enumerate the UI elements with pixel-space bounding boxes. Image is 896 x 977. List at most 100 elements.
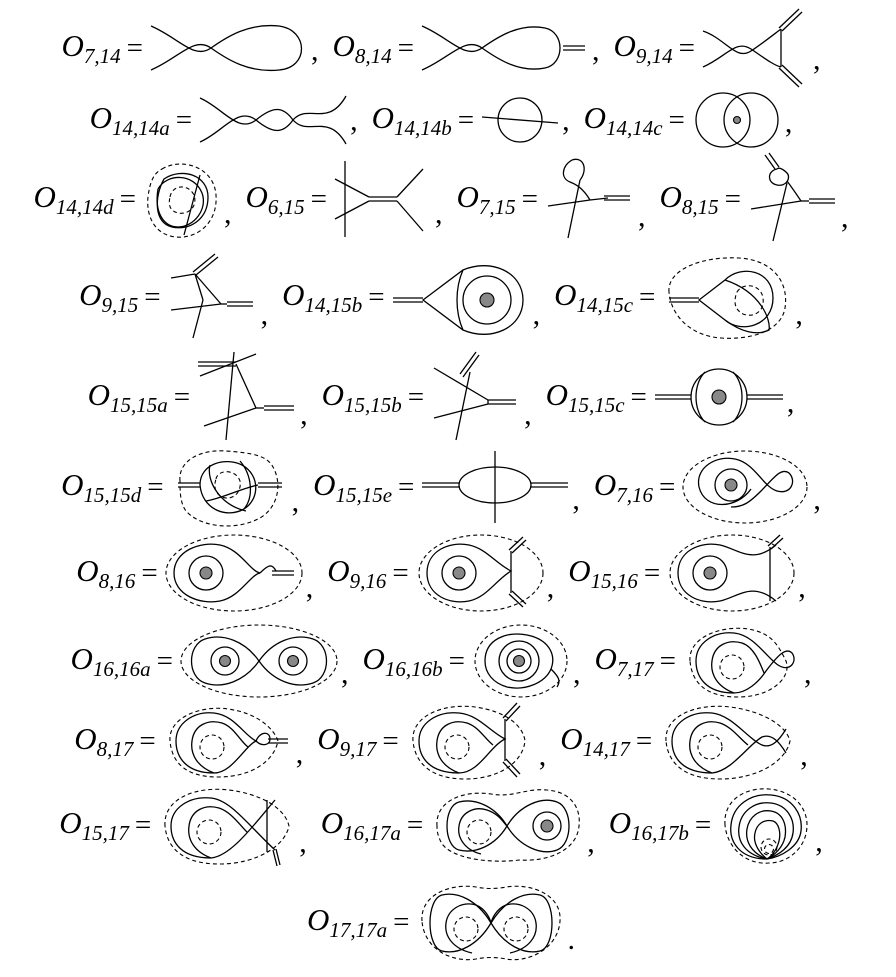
- label-14-15c: O14,15c: [554, 277, 633, 318]
- row-9: O8,17 = , O9,17 = , O14,17 =: [0, 698, 896, 784]
- label-14-14c: O14,14c: [584, 100, 663, 141]
- eq-9-15: O9,15 = ,: [79, 252, 282, 342]
- eq-7-15: O7,15 = ,: [457, 154, 660, 244]
- diagram-8-17: [162, 701, 294, 781]
- eq-15-15e: O15,15e = ,: [313, 447, 594, 527]
- row-5: O15,15a = , O15,15b = , O15,15c =: [0, 350, 896, 444]
- eq-15-17: O15,17 = ,: [59, 780, 321, 870]
- label-7-14: O7,14: [62, 28, 121, 69]
- diagram-9-16: [415, 531, 545, 615]
- eq-8-15: O8,15 = ,: [660, 153, 863, 245]
- diagram-9-15: [167, 252, 259, 342]
- label-15-15d: O15,15d: [61, 467, 141, 508]
- diagram-8-15: [747, 153, 839, 245]
- label-15-16: O15,16: [568, 553, 638, 594]
- label-16-17b: O16,17b: [609, 805, 689, 846]
- label-16-16a: O16,16a: [71, 641, 151, 682]
- row-1: O7,14 = , O8,14 = , O9,14 = ,: [0, 8, 896, 88]
- eq-14-14a: O14,14a = ,: [90, 92, 372, 148]
- label-16-16b: O16,16b: [363, 641, 443, 682]
- eq-15-15d: O15,15d = ,: [61, 445, 313, 529]
- diagram-15-15b: [430, 352, 522, 442]
- eq-9-17: O9,17 = ,: [317, 699, 560, 783]
- label-7-15: O7,15: [457, 179, 516, 220]
- row-6: O15,15d = , O15,15e = , O7,16 =: [0, 440, 896, 534]
- label-15-17: O15,17: [59, 805, 129, 846]
- diagram-14-17: [658, 699, 798, 783]
- eq-15-16: O15,16 = ,: [568, 531, 820, 615]
- label-8-17: O8,17: [74, 721, 133, 762]
- label-14-15b: O14,15b: [282, 277, 362, 318]
- eq-17-17a: O17,17a = .: [307, 877, 589, 967]
- row-3: O14,14d = , O6,15 = , O7,15 =: [0, 150, 896, 248]
- eq-14-15c: O14,15c = ,: [554, 252, 817, 342]
- diagram-9-17: [405, 699, 537, 783]
- label-15-15e: O15,15e: [313, 467, 392, 508]
- row-4: O9,15 = , O14,15b = , O14,15c =: [0, 248, 896, 346]
- diagram-8-16: [164, 531, 304, 615]
- diagram-14-15c: [661, 252, 793, 342]
- eq-14-14b: O14,14b = ,: [372, 92, 584, 148]
- row-8: O16,16a = , O16,16b = , O7,17 =: [0, 618, 896, 704]
- eq-15-15c: O15,15c = ,: [546, 364, 809, 430]
- eq-8-14: O8,14 = ,: [333, 18, 614, 78]
- row-10: O15,17 = , O16,17a = , O16,17b =: [0, 778, 896, 872]
- label-9-14: O9,14: [614, 28, 673, 69]
- eq-6-15: O6,15 = ,: [246, 157, 457, 241]
- label-6-15: O6,15: [246, 179, 305, 220]
- eq-8-17: O8,17 = ,: [74, 701, 317, 781]
- diagram-15-15d: [170, 445, 290, 529]
- diagram-15-15e: [420, 447, 570, 527]
- label-7-17: O7,17: [595, 641, 654, 682]
- eq-14-14d: O14,14d = ,: [34, 157, 246, 241]
- row-2: O14,14a = , O14,14b = , O14,14c = ,: [0, 88, 896, 152]
- eq-7-17: O7,17 = ,: [595, 621, 826, 701]
- eq-14-15b: O14,15b = ,: [282, 252, 554, 342]
- label-9-16: O9,16: [327, 553, 386, 594]
- eq-9-14: O9,14 = ,: [614, 9, 835, 87]
- diagram-15-16: [666, 531, 796, 615]
- eq-7-14: O7,14 = ,: [62, 18, 333, 78]
- diagram-7-14: [149, 18, 309, 78]
- diagram-16-16a: [179, 621, 339, 701]
- eq-14-17: O14,17 = ,: [560, 699, 822, 783]
- diagram-16-17a: [429, 780, 585, 870]
- label-9-15: O9,15: [79, 277, 138, 318]
- label-14-17: O14,17: [560, 721, 630, 762]
- diagram-7-15: [544, 154, 636, 244]
- label-15-15c: O15,15c: [546, 377, 625, 418]
- diagram-16-16b: [471, 621, 571, 701]
- diagram-14-14d: [142, 157, 222, 241]
- eq-8-16: O8,16 = ,: [76, 531, 327, 615]
- eq-7-16: O7,16 = ,: [594, 447, 835, 527]
- diagram-6-15: [333, 157, 433, 241]
- diagram-15-15c: [653, 364, 785, 430]
- eq-14-14c: O14,14c = ,: [584, 90, 807, 150]
- label-17-17a: O17,17a: [307, 902, 387, 943]
- diagram-17-17a: [416, 877, 566, 967]
- row-7: O8,16 = , O9,16 = , O15,16 =: [0, 528, 896, 618]
- diagram-15-15a: [196, 352, 298, 442]
- diagram-14-14b: [480, 92, 560, 148]
- diagram-15-17: [157, 780, 297, 870]
- label-14-14d: O14,14d: [34, 179, 114, 220]
- eq-16-17a: O16,17a = ,: [321, 780, 609, 870]
- eq-15-15b: O15,15b = ,: [322, 352, 546, 442]
- label-14-14a: O14,14a: [90, 100, 170, 141]
- eq-9-16: O9,16 = ,: [327, 531, 568, 615]
- diagram-14-14c: [691, 90, 783, 150]
- diagram-14-14a: [198, 92, 348, 148]
- label-15-15b: O15,15b: [322, 377, 402, 418]
- label-16-17a: O16,17a: [321, 805, 401, 846]
- label-8-16: O8,16: [76, 553, 135, 594]
- label-14-14b: O14,14b: [372, 100, 452, 141]
- eq-16-17b: O16,17b = ,: [609, 781, 837, 869]
- label-9-17: O9,17: [317, 721, 376, 762]
- label-7-16: O7,16: [594, 467, 653, 508]
- diagram-7-16: [681, 447, 811, 527]
- label-8-14: O8,14: [333, 28, 392, 69]
- eq-16-16a: O16,16a = ,: [71, 621, 363, 701]
- row-11: O17,17a = .: [0, 874, 896, 970]
- label-15-15a: O15,15a: [88, 377, 168, 418]
- diagram-9-14: [701, 9, 811, 87]
